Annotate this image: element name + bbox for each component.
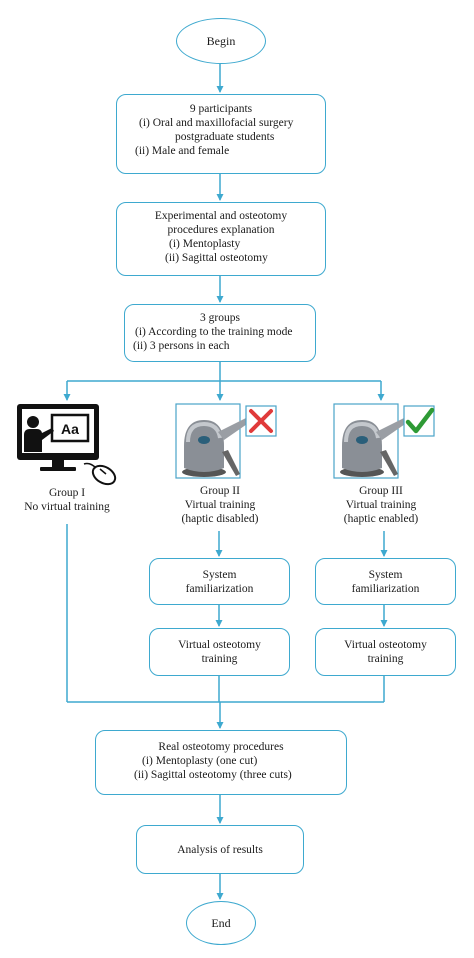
end-node: End — [186, 901, 256, 945]
groups-box: 3 groups (i) According to the training m… — [124, 304, 316, 362]
group-2-familiarization-box: System familiarization — [149, 558, 290, 605]
group-3-desc-1: Virtual training — [345, 499, 417, 511]
participants-title: 9 participants — [189, 103, 253, 115]
group-3-label: Group III Virtual training (haptic enabl… — [321, 484, 441, 526]
explanation-line-1: Experimental and osteotomy — [154, 210, 288, 222]
analysis-box: Analysis of results — [136, 825, 304, 874]
haptic-device-cross-icon — [175, 403, 277, 479]
virtual-osteotomy-line-2: training — [367, 653, 404, 665]
haptic-device-check-icon — [333, 403, 435, 479]
explanation-item-1: (i) Mentoplasty — [169, 238, 241, 250]
familiarization-line-1: System — [368, 569, 403, 581]
group-2-desc-2: (haptic disabled) — [181, 513, 259, 525]
group-3-virtual-osteotomy-box: Virtual osteotomy training — [315, 628, 456, 676]
group-2-name: Group II — [200, 485, 240, 497]
real-procedures-title: Real osteotomy procedures — [158, 741, 284, 753]
group-2-virtual-osteotomy-box: Virtual osteotomy training — [149, 628, 290, 676]
group-3-name: Group III — [359, 485, 403, 497]
participants-item-1: (i) Oral and maxillofacial surgery — [139, 117, 294, 129]
group-2-label: Group II Virtual training (haptic disabl… — [160, 484, 280, 526]
participants-item-2: (ii) Male and female — [135, 145, 230, 157]
group-1-label: Group I No virtual training — [7, 486, 127, 514]
familiarization-line-2: familiarization — [185, 583, 254, 595]
groups-title: 3 groups — [200, 312, 240, 324]
group-3-desc-2: (haptic enabled) — [343, 513, 419, 525]
groups-item-1: (i) According to the training mode — [135, 326, 293, 338]
familiarization-line-1: System — [202, 569, 237, 581]
familiarization-line-2: familiarization — [351, 583, 420, 595]
end-label: End — [211, 915, 231, 930]
groups-item-2: (ii) 3 persons in each — [133, 340, 230, 352]
participants-box: 9 participants (i) Oral and maxillofacia… — [116, 94, 326, 174]
computer-teacher-icon: Aa — [17, 404, 117, 486]
group-1-desc: No virtual training — [24, 501, 110, 513]
svg-text:Aa: Aa — [61, 421, 79, 437]
explanation-box: Experimental and osteotomy procedures ex… — [116, 202, 326, 276]
group-2-desc-1: Virtual training — [184, 499, 256, 511]
group-1-name: Group I — [48, 487, 86, 499]
real-procedures-box: Real osteotomy procedures (i) Mentoplast… — [95, 730, 347, 795]
explanation-line-2: procedures explanation — [167, 224, 275, 236]
analysis-label: Analysis of results — [177, 844, 263, 856]
virtual-osteotomy-line-2: training — [201, 653, 238, 665]
explanation-item-2: (ii) Sagittal osteotomy — [165, 252, 268, 264]
virtual-osteotomy-line-1: Virtual osteotomy — [344, 639, 427, 651]
begin-label: Begin — [206, 33, 236, 48]
real-procedures-item-1: (i) Mentoplasty (one cut) — [142, 755, 258, 767]
begin-node: Begin — [176, 18, 266, 64]
virtual-osteotomy-line-1: Virtual osteotomy — [178, 639, 261, 651]
group-3-familiarization-box: System familiarization — [315, 558, 456, 605]
real-procedures-item-2: (ii) Sagittal osteotomy (three cuts) — [134, 769, 292, 781]
participants-item-1-cont: postgraduate students — [175, 131, 275, 143]
